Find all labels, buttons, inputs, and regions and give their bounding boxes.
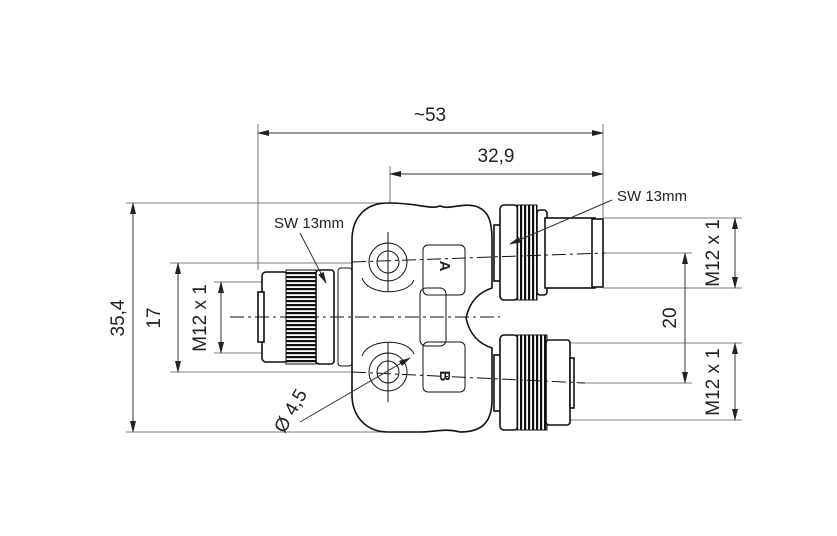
- dim-right-top-thread: M12 x 1: [703, 219, 724, 287]
- centerlines: [230, 232, 606, 402]
- dim-overall-height: 35,4: [108, 299, 129, 336]
- leader-right: [509, 199, 613, 245]
- dim-port-spacing: 20: [660, 307, 681, 328]
- dim-right-bottom-thread: M12 x 1: [703, 348, 724, 416]
- leader-left: [299, 232, 327, 284]
- wrench-size-left: SW 13mm: [274, 215, 344, 232]
- port-b-label: B: [436, 371, 453, 382]
- leader-hole: [299, 357, 411, 423]
- dim-left-height: 17: [144, 307, 165, 328]
- extension-lines: [126, 124, 742, 433]
- wrench-size-right: SW 13mm: [617, 188, 687, 205]
- port-a-label: A: [436, 261, 453, 272]
- left-connector: [257, 269, 335, 365]
- dim-offset-length: 32,9: [478, 146, 515, 167]
- dim-left-thread: M12 x 1: [190, 284, 211, 352]
- dimension-lines: [130, 130, 738, 433]
- y-distributor-body: [337, 202, 493, 433]
- dim-hole-diameter: Ø 4,5: [271, 386, 312, 437]
- right-bottom-connector: [493, 334, 575, 431]
- right-top-connector: [493, 204, 604, 301]
- dim-overall-length: ~53: [414, 105, 446, 126]
